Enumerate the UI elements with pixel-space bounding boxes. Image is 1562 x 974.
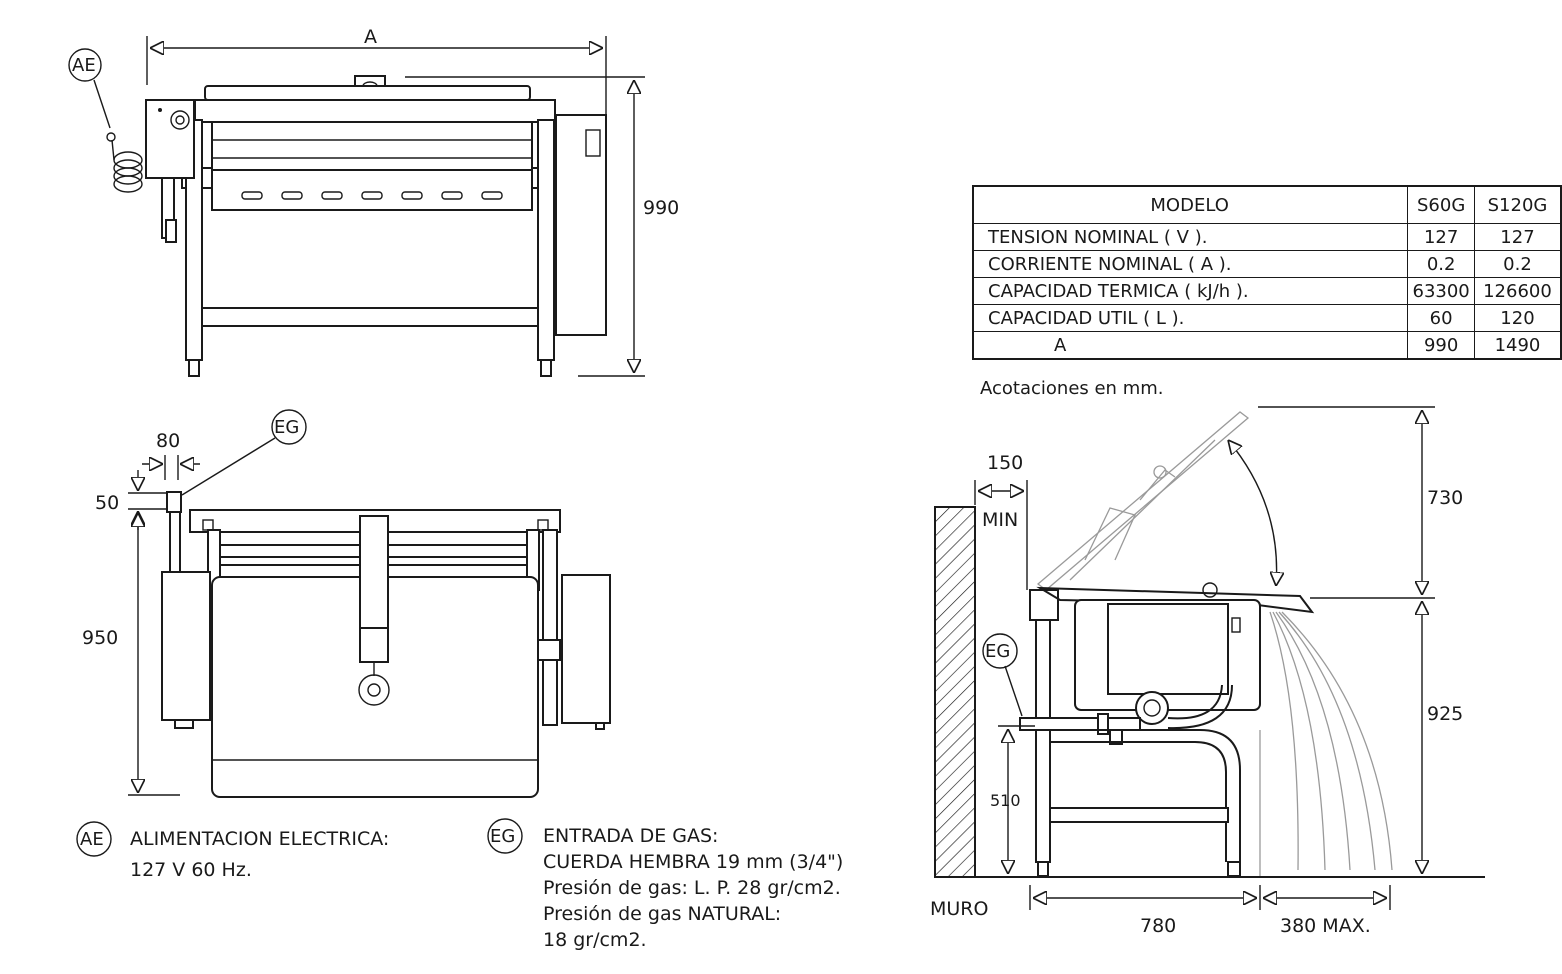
spec-table: MODELO S60G S120G TENSION NOMINAL ( V ).…: [972, 185, 1562, 360]
units-note: Acotaciones en mm.: [980, 378, 1164, 399]
dim-925: 925: [1427, 703, 1463, 725]
dim-50: 50: [95, 492, 119, 514]
eg-side-marker: EG: [985, 641, 1010, 662]
side-view: 80 50 950 EG: [82, 409, 611, 798]
eg-marker: EG: [274, 417, 299, 438]
table-row: CORRIENTE NOMINAL ( A ). 0.2 0.2: [972, 250, 1562, 278]
ae-legend-marker: AE: [80, 829, 104, 850]
dim-950: 950: [82, 627, 118, 649]
header-model: MODELO: [972, 185, 1409, 224]
eg-legend-line4: 18 gr/cm2.: [543, 929, 647, 951]
ae-marker: AE: [72, 55, 96, 76]
eg-legend-line2: Presión de gas: L. P. 28 gr/cm2.: [543, 877, 841, 899]
legend-markers: AE EG: [76, 818, 523, 857]
eg-legend-line1: CUERDA HEMBRA 19 mm (3/4"): [543, 851, 844, 873]
dim-510: 510: [990, 791, 1021, 810]
eg-legend-title: ENTRADA DE GAS:: [543, 825, 719, 847]
dim-80: 80: [156, 430, 180, 452]
ae-legend-value: 127 V 60 Hz.: [130, 859, 252, 881]
table-row: TENSION NOMINAL ( V ). 127 127: [972, 223, 1562, 251]
dim-150: 150: [987, 452, 1023, 474]
cable-coil: [106, 132, 143, 193]
pour-stream: [1269, 611, 1393, 871]
table-header-row: MODELO S60G S120G: [972, 185, 1562, 224]
table-row: CAPACIDAD TERMICA ( kJ/h ). 63300 126600: [972, 277, 1562, 305]
ae-legend-title: ALIMENTACION ELECTRICA:: [130, 828, 390, 850]
table-row: CAPACIDAD UTIL ( L ). 60 120: [972, 304, 1562, 332]
raised-lid: [1036, 411, 1250, 591]
eg-legend-marker: EG: [490, 826, 515, 847]
dim-990: 990: [643, 197, 679, 219]
dim-780: 780: [1140, 915, 1176, 937]
front-view: A 990: [68, 26, 679, 377]
dim-380: 380 MAX.: [1280, 915, 1371, 937]
dim-a: A: [364, 26, 377, 48]
header-s60g: S60G: [1407, 185, 1475, 224]
vent-slots: [241, 191, 503, 200]
tilt-view: MURO 150 MIN 730 925: [930, 406, 1485, 937]
dim-min: MIN: [982, 509, 1018, 531]
eg-legend-line3: Presión de gas NATURAL:: [543, 903, 782, 925]
dim-730: 730: [1427, 487, 1463, 509]
wall-label: MURO: [930, 898, 988, 920]
table-row: A 990 1490: [972, 331, 1562, 360]
header-s120g: S120G: [1473, 185, 1562, 224]
